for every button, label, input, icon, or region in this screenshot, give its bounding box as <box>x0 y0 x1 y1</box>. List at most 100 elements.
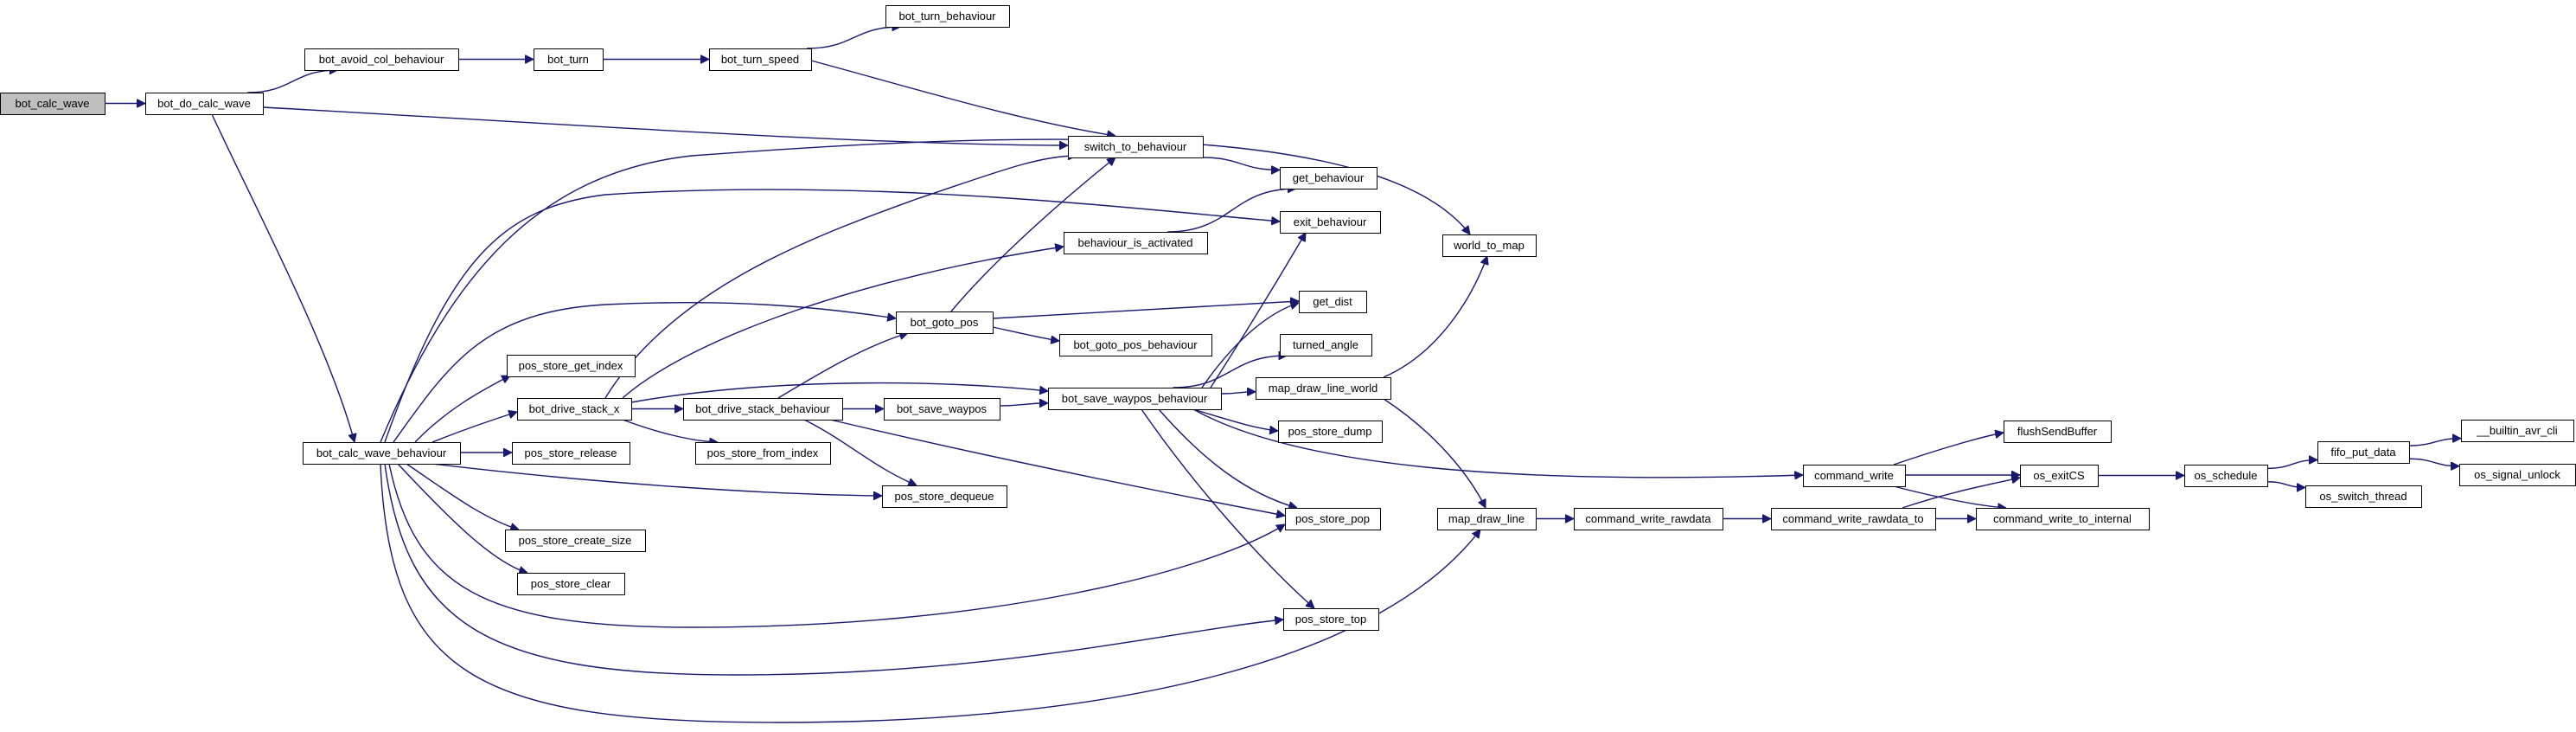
node-fifo_put_data[interactable]: fifo_put_data <box>2317 441 2410 464</box>
node-bot_save_waypos[interactable]: bot_save_waypos <box>884 398 1000 421</box>
node-box[interactable] <box>1256 377 1391 400</box>
node-label: command_write_to_internal <box>1993 512 2132 525</box>
node-box[interactable] <box>1059 334 1212 356</box>
node-box[interactable] <box>2305 485 2422 508</box>
node-pos_store_top[interactable]: pos_store_top <box>1283 608 1379 631</box>
node-box[interactable] <box>2317 441 2410 464</box>
node-__builtin_avr_cli[interactable]: __builtin_avr_cli <box>2461 420 2574 442</box>
node-box[interactable] <box>1299 291 1367 313</box>
node-box[interactable] <box>1574 508 1723 530</box>
node-box[interactable] <box>145 93 264 115</box>
node-box[interactable] <box>534 48 604 71</box>
node-box[interactable] <box>512 442 630 465</box>
node-box[interactable] <box>884 398 1000 421</box>
node-box[interactable] <box>2461 420 2574 442</box>
node-bot_turn_behaviour[interactable]: bot_turn_behaviour <box>885 5 1010 28</box>
node-box[interactable] <box>2020 465 2099 487</box>
node-get_behaviour[interactable]: get_behaviour <box>1280 167 1377 189</box>
edge-line <box>380 138 1470 443</box>
node-pos_store_dequeue[interactable]: pos_store_dequeue <box>882 485 1007 508</box>
node-box[interactable] <box>1280 334 1372 356</box>
node-box[interactable] <box>1278 421 1383 443</box>
node-label: map_draw_line_world <box>1269 382 1377 395</box>
node-world_to_map[interactable]: world_to_map <box>1442 234 1537 257</box>
node-box[interactable] <box>2459 464 2576 486</box>
node-box[interactable] <box>2004 421 2112 443</box>
node-command_write_rawdata_to[interactable]: command_write_rawdata_to <box>1771 508 1936 530</box>
node-bot_save_waypos_behaviour[interactable]: bot_save_waypos_behaviour <box>1048 388 1222 410</box>
node-flushSendBuffer[interactable]: flushSendBuffer <box>2004 421 2112 443</box>
node-label: bot_goto_pos <box>911 316 979 329</box>
node-box[interactable] <box>303 442 461 465</box>
node-bot_goto_pos_behaviour[interactable]: bot_goto_pos_behaviour <box>1059 334 1212 356</box>
node-box[interactable] <box>304 48 459 71</box>
edge-bot_save_waypos_behaviour-to-command_write <box>1192 408 1803 478</box>
node-exit_behaviour[interactable]: exit_behaviour <box>1280 211 1381 234</box>
node-box[interactable] <box>505 530 646 552</box>
node-pos_store_from_index[interactable]: pos_store_from_index <box>695 442 831 465</box>
node-box[interactable] <box>1280 167 1377 189</box>
node-label: command_write_rawdata <box>1585 512 1711 525</box>
node-os_signal_unlock[interactable]: os_signal_unlock <box>2459 464 2576 486</box>
node-bot_goto_pos[interactable]: bot_goto_pos <box>896 311 994 334</box>
node-map_draw_line[interactable]: map_draw_line <box>1437 508 1537 530</box>
node-command_write_to_internal[interactable]: command_write_to_internal <box>1976 508 2150 530</box>
node-os_exitCS[interactable]: os_exitCS <box>2020 465 2099 487</box>
node-bot_calc_wave[interactable]: bot_calc_wave <box>0 93 105 115</box>
node-box[interactable] <box>885 5 1010 28</box>
node-box[interactable] <box>0 93 105 115</box>
node-turned_angle[interactable]: turned_angle <box>1280 334 1372 356</box>
node-pos_store_get_index[interactable]: pos_store_get_index <box>507 355 636 377</box>
node-label: pos_store_dequeue <box>895 490 994 503</box>
node-box[interactable] <box>1442 234 1537 257</box>
node-bot_calc_wave_behaviour[interactable]: bot_calc_wave_behaviour <box>303 442 461 465</box>
node-behaviour_is_activated[interactable]: behaviour_is_activated <box>1064 232 1208 254</box>
node-pos_store_create_size[interactable]: pos_store_create_size <box>505 530 646 552</box>
node-box[interactable] <box>507 355 636 377</box>
node-bot_turn_speed[interactable]: bot_turn_speed <box>709 48 812 71</box>
node-box[interactable] <box>896 311 994 334</box>
node-box[interactable] <box>1064 232 1208 254</box>
edge-line <box>393 302 896 443</box>
node-box[interactable] <box>1068 136 1204 158</box>
node-pos_store_clear[interactable]: pos_store_clear <box>517 573 625 595</box>
node-command_write[interactable]: command_write <box>1803 465 1906 487</box>
edge-os_schedule-to-fifo_put_data <box>2266 460 2317 470</box>
node-box[interactable] <box>695 442 831 465</box>
node-box[interactable] <box>1048 388 1222 410</box>
node-box[interactable] <box>1280 211 1381 234</box>
node-get_dist[interactable]: get_dist <box>1299 291 1367 313</box>
node-pos_store_dump[interactable]: pos_store_dump <box>1278 421 1383 443</box>
node-box[interactable] <box>2184 465 2268 487</box>
node-command_write_rawdata[interactable]: command_write_rawdata <box>1574 508 1723 530</box>
node-pos_store_pop[interactable]: pos_store_pop <box>1285 508 1381 530</box>
node-os_schedule[interactable]: os_schedule <box>2184 465 2268 487</box>
node-box[interactable] <box>1771 508 1936 530</box>
node-bot_drive_stack_x[interactable]: bot_drive_stack_x <box>517 398 632 421</box>
edge-bot_calc_wave_behaviour-to-pos_store_clear <box>397 463 527 573</box>
node-bot_do_calc_wave[interactable]: bot_do_calc_wave <box>145 93 264 115</box>
node-label: pos_store_pop <box>1295 512 1370 525</box>
node-box[interactable] <box>1803 465 1906 487</box>
node-box[interactable] <box>1976 508 2150 530</box>
node-switch_to_behaviour[interactable]: switch_to_behaviour <box>1068 136 1204 158</box>
edge-bot_calc_wave_behaviour-to-world_to_map <box>380 138 1470 443</box>
node-map_draw_line_world[interactable]: map_draw_line_world <box>1256 377 1391 400</box>
edge-line <box>247 70 338 93</box>
edge-line <box>1173 356 1288 388</box>
node-os_switch_thread[interactable]: os_switch_thread <box>2305 485 2422 508</box>
edge-line <box>1158 408 1297 508</box>
node-bot_turn[interactable]: bot_turn <box>534 48 604 71</box>
node-bot_avoid_col_behaviour[interactable]: bot_avoid_col_behaviour <box>304 48 459 71</box>
node-box[interactable] <box>709 48 812 71</box>
node-bot_drive_stack_behaviour[interactable]: bot_drive_stack_behaviour <box>683 398 843 421</box>
node-box[interactable] <box>517 573 625 595</box>
node-box[interactable] <box>882 485 1007 508</box>
node-box[interactable] <box>1437 508 1537 530</box>
node-box[interactable] <box>1285 508 1381 530</box>
node-box[interactable] <box>683 398 843 421</box>
node-box[interactable] <box>517 398 632 421</box>
node-pos_store_release[interactable]: pos_store_release <box>512 442 630 465</box>
node-label: bot_calc_wave_behaviour <box>316 446 447 459</box>
node-box[interactable] <box>1283 608 1379 631</box>
